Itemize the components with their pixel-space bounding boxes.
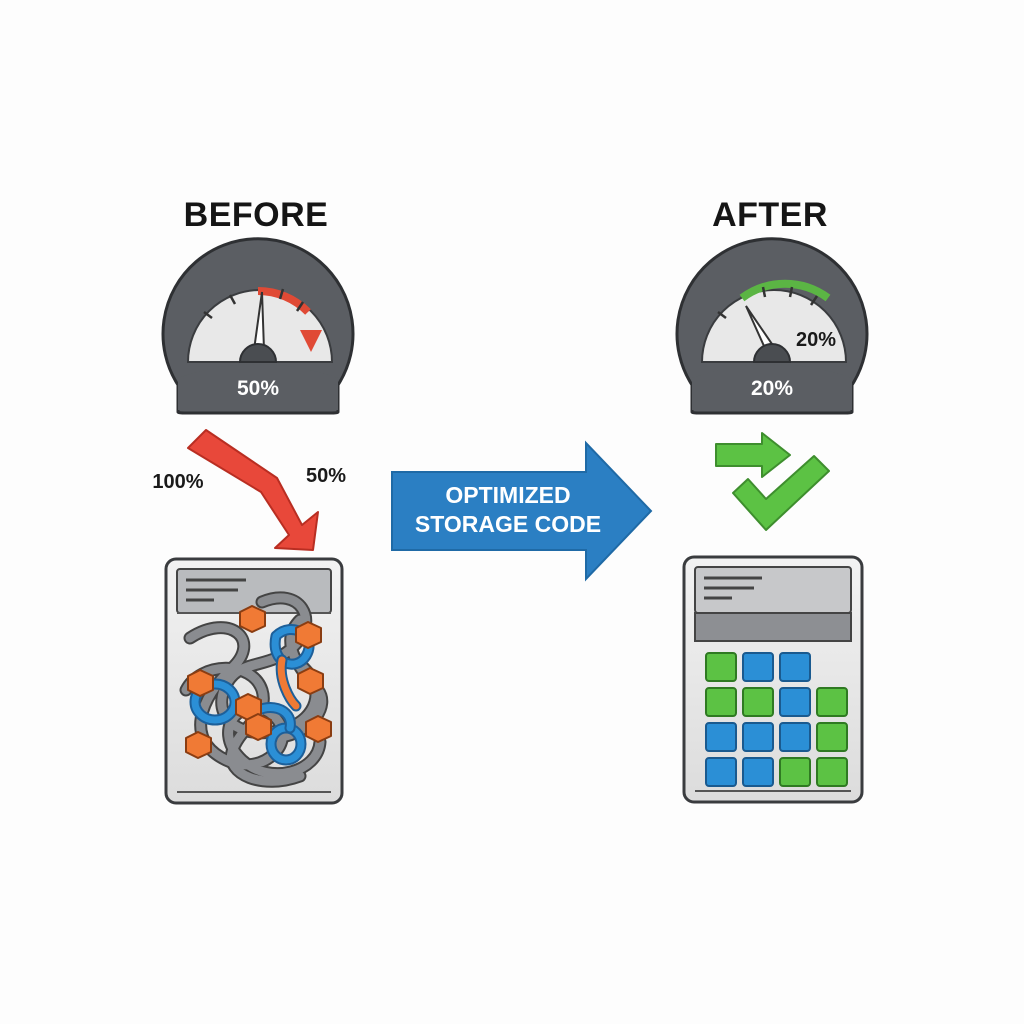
- orange-blocks: [185, 605, 332, 759]
- green-block: [742, 687, 774, 717]
- before-heading: BEFORE: [183, 196, 329, 234]
- green-block: [779, 757, 811, 787]
- transition-label-line2: STORAGE CODE: [415, 511, 601, 537]
- blue-block: [742, 722, 774, 752]
- organized-block-grid: [705, 652, 848, 787]
- green-block: [816, 687, 848, 717]
- green-block: [816, 722, 848, 752]
- blue-block: [705, 757, 737, 787]
- after-gauge-label: 20%: [796, 329, 836, 351]
- after-storage-case: [682, 555, 864, 804]
- green-block: [816, 757, 848, 787]
- before-gauge-readout: 50%: [237, 377, 279, 400]
- blue-block: [742, 652, 774, 682]
- after-gauge-readout: 20%: [751, 377, 793, 400]
- before-storage-case: [164, 557, 344, 805]
- blue-block: [705, 722, 737, 752]
- drop-start-label: 100%: [152, 471, 203, 493]
- drop-end-label: 50%: [306, 465, 346, 487]
- blue-block: [779, 687, 811, 717]
- after-gauge: 20% 20%: [675, 237, 869, 415]
- green-block: [705, 687, 737, 717]
- before-warning-triangle: [300, 330, 322, 352]
- checkmark-icon: [732, 455, 830, 531]
- decrease-arrow: [187, 429, 319, 551]
- transition-arrow: [391, 440, 653, 582]
- green-block: [705, 652, 737, 682]
- transition-label-line1: OPTIMIZED: [445, 482, 570, 508]
- blue-block: [742, 757, 774, 787]
- after-green-arc: [739, 279, 831, 302]
- forward-arrow-icon: [715, 432, 791, 478]
- after-heading: AFTER: [712, 196, 828, 234]
- before-red-arc: [257, 287, 311, 315]
- blue-block: [779, 652, 811, 682]
- blue-block: [779, 722, 811, 752]
- before-gauge: 50%: [161, 237, 355, 415]
